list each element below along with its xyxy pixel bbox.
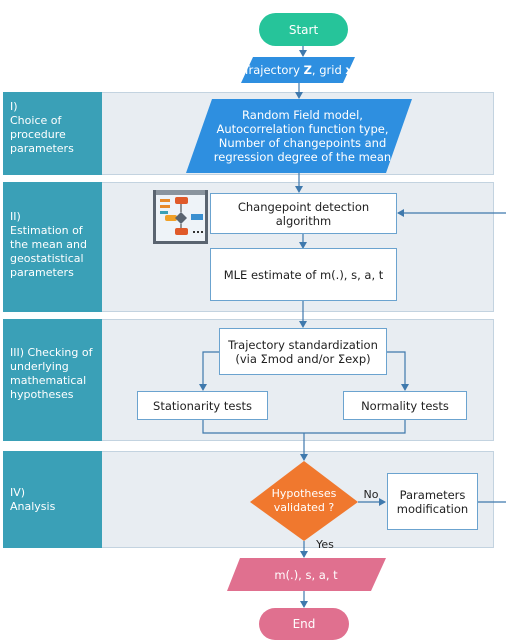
input-var-x: x bbox=[345, 63, 353, 77]
standardization-box: Trajectory standardization (via Σmod and… bbox=[219, 328, 387, 375]
section-title-analysis: IV) Analysis bbox=[10, 486, 56, 513]
changepoint-text: Changepoint detection algorithm bbox=[237, 199, 370, 228]
output-text: m(.), s, a, t bbox=[274, 567, 338, 582]
start-terminal bbox=[259, 13, 348, 46]
output-label: m(.), s, a, t bbox=[232, 558, 380, 591]
section-label-choice: I) Choice of procedure parameters bbox=[3, 92, 102, 175]
mle-box: MLE estimate of m(.), s, a, t bbox=[210, 248, 397, 301]
no-text: No bbox=[363, 487, 379, 501]
changepoint-box: Changepoint detection algorithm bbox=[210, 193, 397, 234]
mle-text: MLE estimate of m(.), s, a, t bbox=[223, 267, 384, 282]
normality-text: Normality tests bbox=[361, 398, 449, 413]
section-title-choice: I) Choice of procedure parameters bbox=[10, 100, 74, 155]
params-label: Random Field model, Autocorrelation func… bbox=[205, 99, 400, 173]
normality-box: Normality tests bbox=[343, 391, 467, 420]
input-var-z: Z bbox=[303, 63, 312, 77]
section-label-analysis: IV) Analysis bbox=[3, 451, 102, 548]
section-label-checking: III) Checking of underlying mathematical… bbox=[3, 319, 102, 441]
start-text: Start bbox=[288, 22, 319, 37]
section-label-estimation: II) Estimation of the mean and geostatis… bbox=[3, 182, 102, 312]
decision-label: Hypotheses validated ? bbox=[262, 485, 346, 517]
end-label: End bbox=[259, 608, 349, 640]
params-text: Random Field model, Autocorrelation func… bbox=[213, 108, 392, 164]
standardization-text: Trajectory standardization (via Σmod and… bbox=[228, 337, 378, 366]
section-title-estimation: II) Estimation of the mean and geostatis… bbox=[10, 210, 87, 279]
decision-diamond bbox=[250, 461, 358, 541]
input-mid: , grid bbox=[311, 63, 346, 77]
modification-box: Parameters modification bbox=[387, 473, 478, 530]
modification-text: Parameters modification bbox=[396, 487, 469, 516]
stationarity-box: Stationarity tests bbox=[137, 391, 268, 420]
decision-text: Hypotheses validated ? bbox=[271, 487, 337, 514]
input-label: Trajectory Z, grid x bbox=[243, 57, 353, 83]
input-prefix: Trajectory bbox=[243, 63, 304, 77]
end-terminal bbox=[259, 608, 349, 640]
flowchart-algorithm-icon bbox=[153, 190, 208, 244]
stationarity-text: Stationarity tests bbox=[153, 398, 252, 413]
start-label: Start bbox=[259, 13, 348, 46]
end-text: End bbox=[292, 617, 316, 631]
connectors bbox=[199, 46, 506, 608]
yes-text: Yes bbox=[316, 537, 334, 551]
section-title-checking: III) Checking of underlying mathematical… bbox=[10, 346, 93, 401]
output-parallelogram bbox=[227, 558, 386, 591]
input-parallelogram bbox=[241, 57, 355, 83]
yes-label: Yes bbox=[312, 537, 338, 551]
params-parallelogram bbox=[186, 99, 412, 173]
no-label: No bbox=[360, 487, 382, 501]
